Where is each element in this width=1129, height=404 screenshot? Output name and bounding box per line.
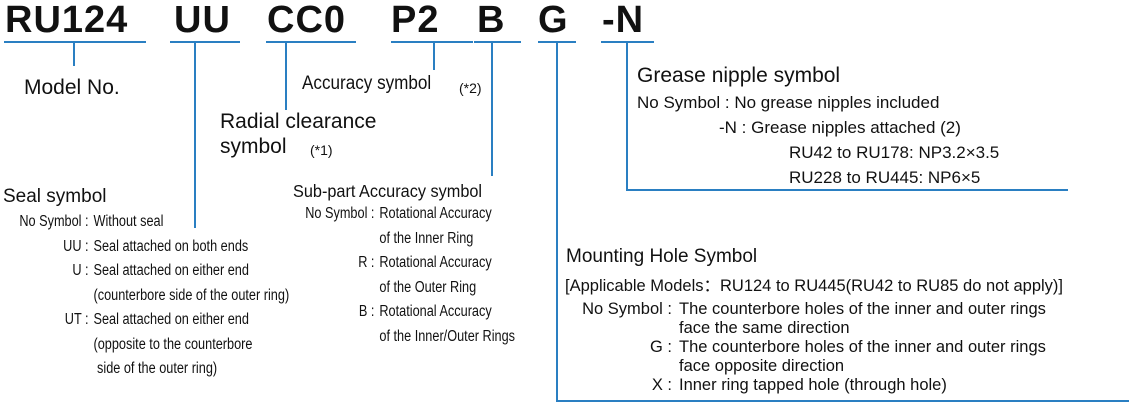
code-mounting: G [538, 0, 569, 41]
subpart-desc: Rotational Accuracy [379, 303, 492, 320]
subpart-key: No Symbol : [305, 205, 375, 222]
leader-mounting [556, 42, 1129, 402]
seal-desc: side of the outer ring) [93, 360, 218, 377]
subpart-desc: Rotational Accuracy [379, 205, 492, 222]
mounting-desc: The counterbore holes of the inner and o… [679, 300, 1046, 318]
leader-grease [626, 42, 1068, 191]
subpart-key: R : [358, 254, 375, 271]
accuracy-label: Accuracy symbol [302, 73, 446, 95]
grease-desc: No grease nipples included [734, 93, 940, 112]
subpart-key: B : [358, 303, 375, 320]
seal-key: U : [72, 262, 89, 279]
mounting-title: Mounting Hole Symbol [566, 246, 758, 267]
code-seal: UU [174, 0, 231, 41]
radial-line1: Radial clearance [220, 110, 377, 133]
mounting-key: No Symbol : [582, 300, 672, 318]
radial-note: (*1) [310, 142, 333, 158]
seal-key: UU : [63, 237, 89, 255]
grease-key: -N : [719, 118, 747, 137]
code-radial-clearance: CC0 [267, 0, 347, 41]
grease-title: Grease nipple symbol [637, 64, 841, 87]
subpart-desc: Rotational Accuracy [379, 254, 492, 271]
seal-key: UT : [64, 311, 89, 328]
seal-desc: (opposite to the counterbore [93, 335, 253, 353]
seal-key: No Symbol : [19, 213, 89, 230]
code-subpart: B [477, 0, 506, 41]
mounting-desc: Inner ring tapped hole (through hole) [679, 376, 947, 394]
seal-list: No Symbol : Without seal UU : Seal attac… [0, 210, 289, 382]
subpart-list: No Symbol : Rotational Accuracy of the I… [290, 202, 515, 349]
grease-key: No Symbol : [637, 93, 730, 112]
subpart-desc: of the Inner Ring [379, 229, 474, 247]
mounting-desc: face opposite direction [679, 357, 845, 375]
seal-desc: Seal attached on either end [93, 311, 249, 328]
grease-size: RU42 to RU178: NP3.2×3.5 [789, 143, 1000, 162]
seal-desc: Seal attached on either end [93, 262, 249, 279]
accuracy-text: Accuracy symbol [302, 73, 432, 94]
mounting-desc: The counterbore holes of the inner and o… [679, 338, 1046, 356]
mounting-desc: face the same direction [679, 319, 850, 337]
grease-size: RU228 to RU445: NP6×5 [789, 168, 981, 187]
code-accuracy: P2 [391, 0, 440, 41]
seal-title: Seal symbol [3, 186, 107, 207]
code-grease: -N [602, 0, 645, 41]
radial-line2: symbol [220, 135, 287, 158]
subpart-title: Sub-part Accuracy symbol [293, 181, 483, 201]
seal-desc: Seal attached on both ends [93, 237, 249, 255]
subpart-desc: of the Outer Ring [379, 278, 477, 296]
seal-desc: (counterbore side of the outer ring) [93, 286, 290, 304]
mounting-applicable: [Applicable Models：RU124 to RU445(RU42 t… [565, 277, 1064, 295]
accuracy-note: (*2) [459, 80, 482, 96]
model-no-label: Model No. [24, 76, 120, 99]
grease-list: No Symbol : No grease nipples included -… [637, 90, 999, 190]
mounting-list: No Symbol : The counterbore holes of the… [565, 300, 1046, 395]
mounting-key: X : [651, 376, 672, 394]
code-model: RU124 [5, 0, 129, 41]
seal-desc: Without seal [93, 213, 164, 230]
mounting-key: G : [649, 338, 672, 356]
subpart-desc: of the Inner/Outer Rings [379, 327, 516, 345]
grease-desc: Grease nipples attached (2) [751, 118, 961, 137]
